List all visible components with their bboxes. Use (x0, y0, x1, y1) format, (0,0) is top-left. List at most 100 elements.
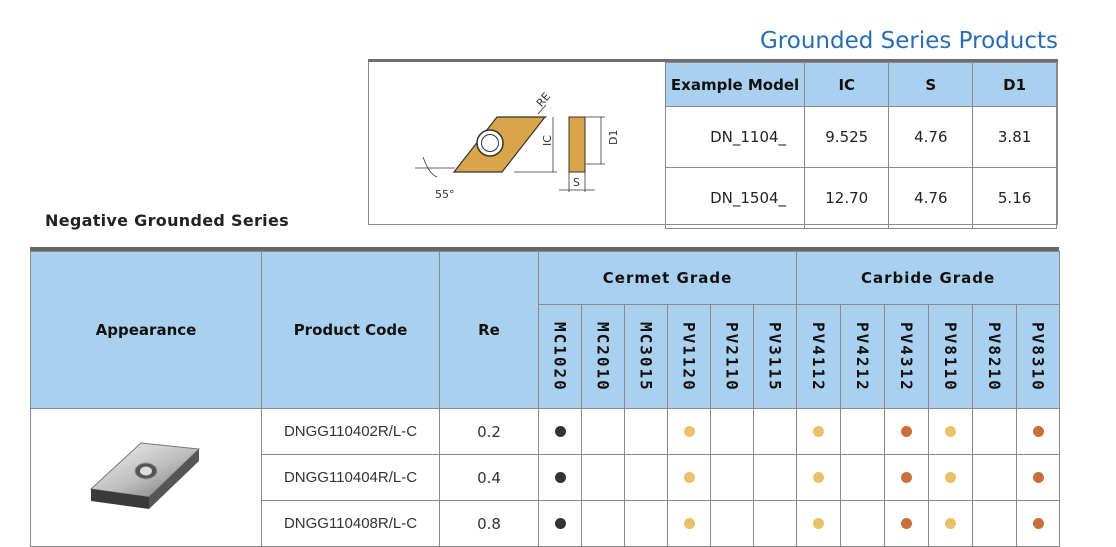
d1-label: D1 (607, 130, 620, 145)
grade-cell (840, 408, 886, 455)
product-code-cell: DNGG110408R/L-C (261, 500, 440, 547)
grade-name: PV4312 (897, 321, 917, 392)
example-header-cell: Example Model (664, 62, 806, 107)
example-header-cell: S (888, 62, 974, 107)
ic-label: IC (541, 135, 554, 146)
grade-cell (538, 500, 582, 547)
grade-cell (928, 500, 974, 547)
grade-name: PV8210 (985, 321, 1005, 392)
example-table: Example Model IC S D1 DN_1104_ 9.525 4.7… (664, 62, 1057, 229)
s-label: S (573, 176, 580, 189)
grade-name: PV8110 (941, 321, 961, 392)
grade-cell (1016, 408, 1061, 455)
grade-cell (581, 454, 625, 501)
appearance-cell (30, 408, 262, 547)
grade-header-cell: PV2110 (710, 304, 754, 409)
grade-name: PV2110 (722, 321, 742, 392)
insert-dimension-diagram: RE IC 55° D1 S (415, 90, 620, 201)
table-top-rule (30, 247, 1059, 251)
yellow-dot-icon (945, 517, 957, 529)
grade-name: PV4212 (853, 321, 873, 392)
yellow-dot-icon (683, 425, 695, 437)
grade-header-cell: PV4212 (840, 304, 886, 409)
angle-label: 55° (435, 188, 455, 201)
grade-name: MC1020 (550, 321, 570, 392)
grade-cell (538, 454, 582, 501)
product-code-cell: DNGG110404R/L-C (261, 454, 440, 501)
grade-header-cell: PV8210 (972, 304, 1018, 409)
brown-dot-icon (1032, 517, 1044, 529)
grade-cell (840, 454, 886, 501)
insert-product-image (89, 441, 201, 509)
example-row: DN_1104_ 9.525 4.76 3.81 (664, 106, 1057, 168)
grade-header-cell: PV4312 (884, 304, 930, 409)
grade-cell (581, 500, 625, 547)
angle-arc (422, 156, 438, 178)
grade-header-cell: PV8310 (1016, 304, 1061, 409)
grade-cell (581, 408, 625, 455)
brown-dot-icon (1032, 425, 1044, 437)
grade-cell (796, 454, 842, 501)
grade-cell (972, 454, 1018, 501)
example-cell: DN_1104_ (664, 106, 806, 168)
grade-header-cell: MC1020 (538, 304, 582, 409)
grade-cell (752, 500, 798, 547)
yellow-dot-icon (945, 425, 957, 437)
brown-dot-icon (901, 471, 913, 483)
insert-side-view (568, 116, 586, 173)
yellow-dot-icon (683, 471, 695, 483)
yellow-dot-icon (813, 471, 825, 483)
grade-header-cell: MC2010 (581, 304, 625, 409)
example-cell: DN_1504_ (664, 167, 806, 229)
yellow-dot-icon (813, 425, 825, 437)
black-dot-icon (554, 425, 566, 437)
grade-cell (928, 454, 974, 501)
example-row: DN_1504_ 12.70 4.76 5.16 (664, 167, 1057, 229)
grade-cell (624, 408, 668, 455)
example-header-cell: D1 (972, 62, 1057, 107)
cermet-grade-header: Cermet Grade (537, 251, 798, 305)
yellow-dot-icon (683, 517, 695, 529)
grade-names-row: MC1020 MC2010 MC3015 PV1120 PV2110 PV311… (31, 304, 1061, 409)
grade-cell (884, 408, 930, 455)
example-cell: 3.81 (972, 106, 1057, 168)
brown-dot-icon (901, 517, 913, 529)
grade-cell (624, 500, 668, 547)
grade-name: MC2010 (593, 321, 613, 392)
grade-name: PV3115 (765, 321, 785, 392)
grade-cell (710, 408, 754, 455)
grade-cell (884, 500, 930, 547)
example-cell: 9.525 (804, 106, 890, 168)
grade-cell (928, 408, 974, 455)
grade-name: MC3015 (636, 321, 656, 392)
grade-cell (972, 500, 1018, 547)
grade-cell (884, 454, 930, 501)
grade-header-cell: MC3015 (624, 304, 668, 409)
example-cell: 12.70 (804, 167, 890, 229)
grade-cell (624, 454, 668, 501)
page-title: Grounded Series Products (759, 28, 1058, 54)
re-cell: 0.2 (439, 408, 539, 455)
insert-hole-shape (476, 129, 504, 157)
grade-name: PV4112 (809, 321, 829, 392)
grade-header-cell: PV3115 (752, 304, 798, 409)
product-table: Appearance Product Code Re Cermet Grade … (30, 251, 1061, 547)
grade-header-cell: PV8110 (928, 304, 974, 409)
re-header: Re (439, 251, 539, 409)
grade-header-cell: PV4112 (796, 304, 842, 409)
grade-cell (667, 454, 711, 501)
product-code-header: Product Code (261, 251, 440, 409)
re-cell: 0.4 (439, 454, 539, 501)
black-dot-icon (554, 517, 566, 529)
section-title: Negative Grounded Series (45, 211, 289, 230)
grade-cell (752, 408, 798, 455)
carbide-grade-header: Carbide Grade (796, 251, 1061, 305)
yellow-dot-icon (813, 517, 825, 529)
example-cell: 4.76 (888, 167, 974, 229)
example-header-row: Example Model IC S D1 (664, 62, 1057, 107)
re-label: RE (534, 90, 553, 110)
black-dot-icon (554, 471, 566, 483)
